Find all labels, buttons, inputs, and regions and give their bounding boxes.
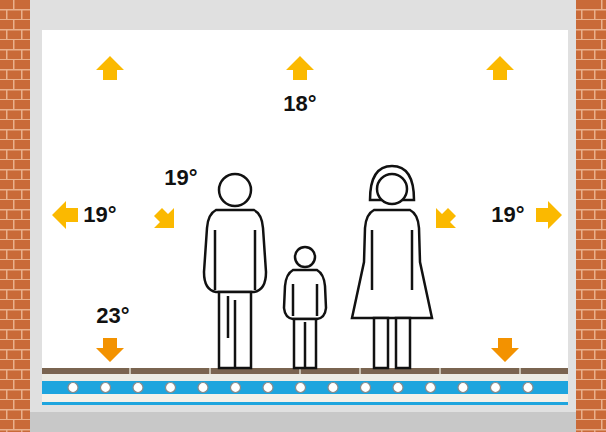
pipe-section [328, 383, 338, 393]
pipe-section [263, 383, 273, 393]
temperature-label: 19° [164, 167, 197, 189]
pipe-section [458, 383, 468, 393]
temperature-label: 19° [83, 204, 116, 226]
membrane [42, 402, 568, 405]
heating-pipes [68, 383, 533, 393]
pipe-section [231, 383, 241, 393]
pipe-section [166, 383, 176, 393]
heating-layer [42, 381, 568, 394]
pipe-section [523, 383, 533, 393]
floor-joints [130, 368, 520, 374]
woman-figure [352, 166, 432, 368]
screed [42, 374, 568, 381]
pipe-section [361, 383, 371, 393]
pipe-section [426, 383, 436, 393]
pipe-section [68, 383, 78, 393]
pipe-section [101, 383, 111, 393]
room-interior [42, 30, 568, 368]
pipe-section [198, 383, 208, 393]
temperature-label: 18° [283, 93, 316, 115]
pipe-section [133, 383, 143, 393]
pipe-section [491, 383, 501, 393]
temperature-label: 19° [491, 204, 524, 226]
brick-wall [0, 0, 30, 432]
insulation [42, 394, 568, 402]
temperature-label: 23° [96, 305, 129, 327]
brick-wall [576, 0, 606, 432]
child-figure [284, 247, 326, 368]
heat-arrow [52, 56, 562, 229]
base-slab [30, 412, 576, 432]
wall-lining [30, 0, 576, 412]
pipe-section [296, 383, 306, 393]
man-figure [204, 174, 266, 368]
pipe-section [393, 383, 403, 393]
